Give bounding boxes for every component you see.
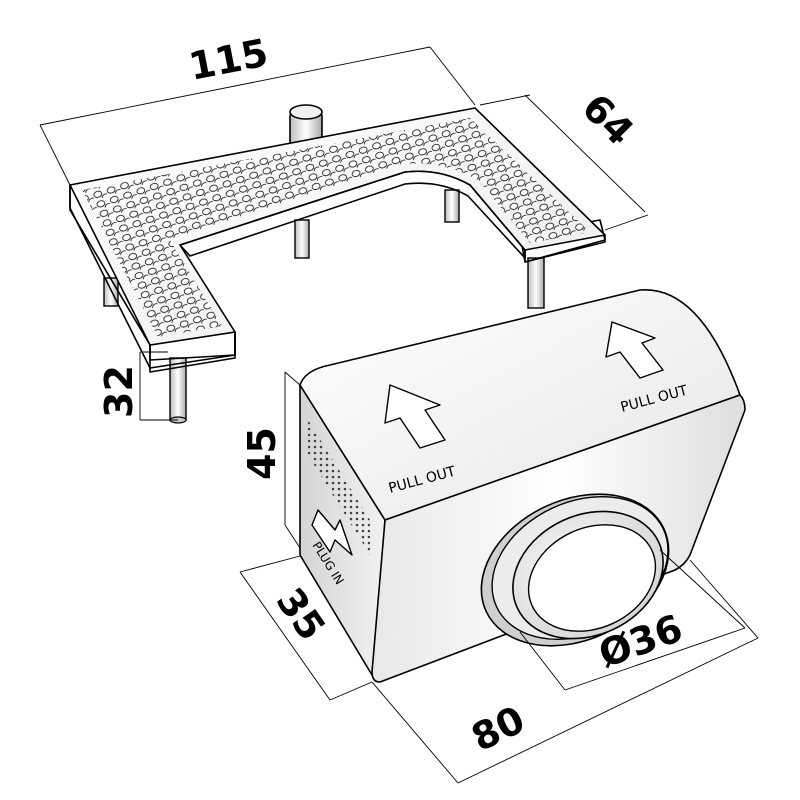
round-socket [480,493,670,647]
pull-out-arrow-left-icon [384,384,446,449]
dim-tray-width: 115 [185,31,271,89]
dim-box-height: 45 [240,427,284,480]
socket-housing: PULL OUT PULL OUT PLUG IN [299,289,746,683]
side-vent-holes [308,420,370,555]
dim-box-width: 80 [465,697,532,760]
tray-leg-left-back [103,277,119,307]
tray-legs [103,189,545,424]
pull-out-arrow-right-icon [605,321,664,379]
tray-leg-back-right [444,189,460,223]
tray-leg-back-middle [294,219,310,259]
dimension-lines [39,46,759,784]
dim-tray-depth: 64 [574,85,643,154]
dim-pin-height: 32 [97,365,141,418]
perforated-tray [69,104,606,424]
tray-leg-front-right [527,257,545,309]
plug-in-arrow-icon [311,509,353,556]
tray-perforations [82,118,590,337]
